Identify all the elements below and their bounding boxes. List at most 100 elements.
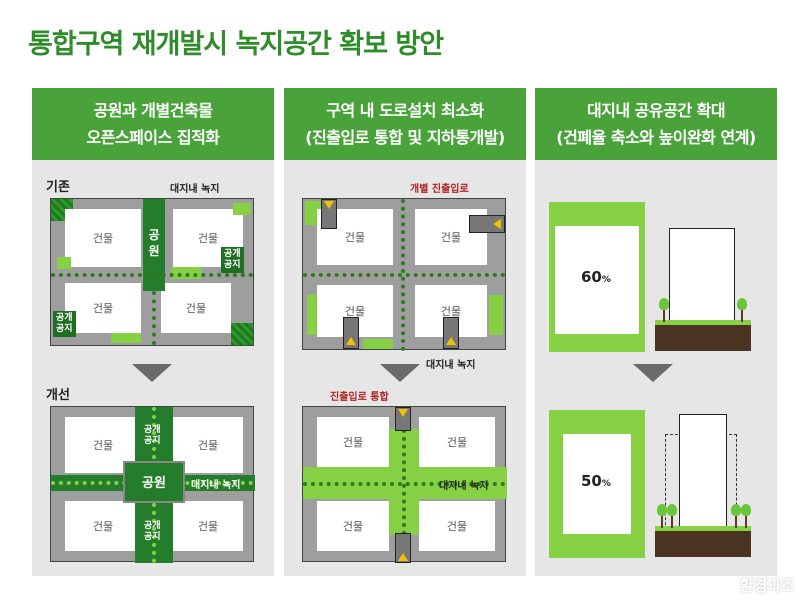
tree-icon [659, 298, 669, 310]
site-plan-before [549, 202, 645, 352]
tag-line: 공지 [224, 260, 241, 270]
tree-icon [663, 308, 665, 322]
green-patch [489, 295, 503, 335]
public-space-tag: 공개 공지 [53, 311, 76, 337]
tree-icon [745, 514, 747, 528]
watermark-logo: 환경과조 [739, 576, 795, 595]
tag-line: 공지 [56, 324, 73, 334]
site-plan-after: 건물 건물 건물 건물 대지내 녹지 [302, 406, 507, 563]
green-patch [363, 339, 393, 349]
building: 건물 [65, 209, 141, 267]
coverage-ratio-after: 50% [581, 472, 611, 490]
public-space-corner [231, 323, 253, 345]
entry-marker-icon [398, 553, 408, 561]
panel-header: 구역 내 도로설치 최소화 (진출입로 통합 및 지하통개발) [284, 88, 526, 160]
tree-icon [737, 298, 747, 310]
ground-green [655, 526, 751, 532]
page-title: 통합구역 재개발시 녹지공간 확보 방안 [28, 29, 444, 60]
tree-icon [735, 514, 737, 528]
tag-line: 공개 [144, 521, 161, 531]
site-plan-after: 건물 건물 건물 건물 공원 공개 공지 공개 공지 대지내 녹지 [50, 406, 255, 563]
green-strip-label: 대지내 녹지 [439, 481, 489, 492]
green-corridor [51, 273, 253, 277]
ground [655, 325, 751, 351]
green-strip-label: 대지내 녹지 [191, 480, 241, 491]
ground [655, 531, 751, 557]
panel-green-space-consolidation: 공원과 개별건축물 오픈스페이스 집적화 기존 건물 건물 건물 건물 공 원 … [32, 88, 274, 576]
after-label: 개선 [46, 388, 70, 403]
individual-entry-callout: 개별 진출입로 [410, 180, 469, 195]
tree-icon [661, 514, 663, 528]
building: 건물 [317, 285, 393, 337]
entry-marker-icon [324, 201, 334, 209]
tag-line: 공개 [56, 313, 73, 323]
tree-icon [741, 308, 743, 322]
panel-header-line1: 구역 내 도로설치 최소화 [326, 101, 484, 120]
building: 건물 [419, 417, 495, 467]
building-elevation [669, 228, 735, 324]
green-patch [57, 257, 71, 269]
building: 건물 [317, 417, 389, 467]
building: 건물 [173, 501, 243, 551]
arrow-down-icon [633, 364, 673, 382]
tag-line: 공지 [144, 436, 161, 446]
building: 건물 [415, 209, 487, 265]
green-corridor [401, 199, 405, 351]
park-label-1: 공 [148, 228, 160, 242]
panel-header: 공원과 개별건축물 오픈스페이스 집적화 [32, 88, 274, 160]
panel-header-line1: 공원과 개별건축물 [93, 101, 213, 120]
panel-header-line2: 오픈스페이스 집적화 [86, 128, 220, 147]
entry-marker-icon [346, 337, 356, 345]
site-plan-before: 건물 건물 건물 건물 [302, 198, 506, 351]
arrow-down-icon [380, 364, 420, 382]
building: 건물 [161, 283, 231, 333]
arrow-down-icon [132, 364, 172, 382]
park-strip: 공 원 [143, 199, 165, 291]
public-space-tag: 공개 공지 [141, 519, 164, 545]
building: 건물 [65, 283, 141, 333]
green-patch [233, 203, 251, 215]
tree-icon [741, 504, 751, 516]
green-strip-callout: 대지내 녹지 [426, 356, 476, 371]
panel-header-line2: (건폐율 축소와 높이완화 연계) [556, 128, 756, 147]
green-corridor [402, 429, 406, 535]
panel-header: 대지내 공유공간 확대 (건폐율 축소와 높이완화 연계) [535, 88, 777, 160]
building: 건물 [65, 501, 141, 551]
ratio-unit: % [601, 275, 611, 285]
ratio-value: 50 [581, 472, 602, 490]
integrated-entry-callout: 진출입로 통합 [330, 388, 389, 403]
entry-marker-icon [398, 409, 408, 417]
park-label-2: 원 [148, 244, 160, 258]
building-elevation [679, 414, 727, 530]
green-patch [307, 295, 319, 335]
tag-line: 공지 [144, 532, 161, 542]
building-footprint [563, 434, 631, 534]
panel-header-line1: 대지내 공유공간 확대 [586, 101, 726, 120]
panel-shared-space-expansion: 대지내 공유공간 확대 (건폐율 축소와 높이완화 연계) 60% 50% [535, 88, 777, 576]
entry-marker-icon [446, 337, 456, 345]
tag-line: 공개 [144, 425, 161, 435]
ratio-value: 60 [581, 268, 602, 286]
green-corridor [152, 291, 156, 345]
public-space-tag: 공개 공지 [221, 247, 244, 273]
building: 건물 [419, 501, 495, 551]
public-space-tag: 공개 공지 [141, 423, 164, 449]
tree-icon [731, 504, 741, 516]
panel-header-line2: (진출입로 통합 및 지하통개발) [305, 128, 505, 147]
ratio-unit: % [601, 479, 611, 489]
ground-green [655, 320, 751, 326]
entry-marker-icon [493, 219, 501, 229]
panel-road-minimization: 구역 내 도로설치 최소화 (진출입로 통합 및 지하통개발) 개별 진출입로 … [284, 88, 526, 576]
tree-icon [671, 514, 673, 528]
site-plan-after [549, 410, 645, 558]
building-footprint [555, 226, 639, 334]
site-plan-before: 건물 건물 건물 건물 공 원 공개 공지 공개 공지 [50, 198, 254, 346]
tree-icon [667, 504, 677, 516]
tree-icon [657, 504, 667, 516]
green-patch [111, 333, 141, 343]
building: 건물 [317, 501, 389, 551]
coverage-ratio-before: 60% [581, 268, 611, 286]
park-block: 공원 [123, 461, 185, 503]
green-strip-callout: 대지내 녹지 [170, 180, 220, 195]
before-label: 기존 [46, 180, 70, 195]
